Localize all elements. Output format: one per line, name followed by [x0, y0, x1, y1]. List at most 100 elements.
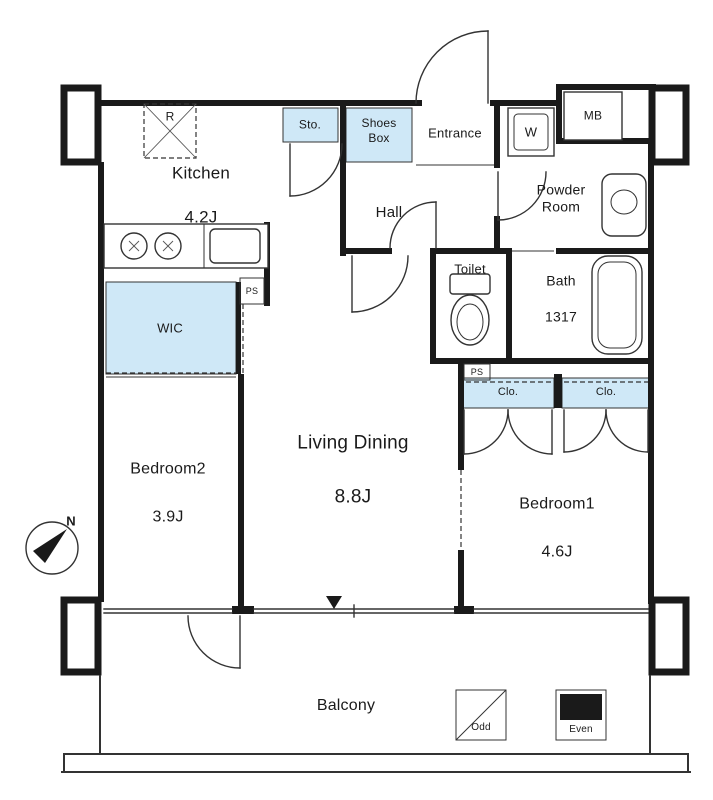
closet1-label: Clo.	[498, 373, 518, 413]
closet1-door-arc	[463, 409, 509, 455]
refrigerator-space-outline	[143, 103, 197, 159]
pillars	[60, 84, 690, 676]
room-name: Entrance	[428, 125, 482, 141]
pipe-space-box	[463, 363, 491, 381]
room-label-shoes-box: Shoes Box	[361, 102, 396, 160]
pipe-space-box	[239, 277, 265, 305]
washbasin	[601, 173, 647, 237]
bedroom2-balcony-door-arc	[187, 615, 241, 669]
room-name: Bedroom1	[519, 495, 595, 513]
wall-segment	[238, 374, 244, 612]
wall-segment	[98, 100, 422, 106]
odd-floor-marker-diagonal	[455, 689, 507, 741]
room-label-hall: Hall	[376, 186, 403, 240]
closet2-door-arc	[605, 409, 649, 453]
even-floor-marker-fill	[560, 694, 602, 720]
closet2-area	[561, 377, 651, 409]
bathtub	[591, 255, 643, 355]
label-text: N	[66, 513, 76, 529]
refrigerator-label: R	[166, 95, 175, 138]
room-size: 4.6J	[541, 543, 573, 561]
label-text: R	[165, 109, 175, 124]
room-label-powder-room: Powder Room	[537, 164, 586, 231]
wall-segment	[556, 138, 654, 144]
label-text: Clo.	[497, 386, 519, 399]
label-text: PS	[245, 285, 259, 296]
hall-door-arc	[351, 255, 409, 313]
windows	[103, 604, 649, 618]
room-label-storage: Sto.	[299, 103, 321, 146]
meter-box-label: MB	[584, 94, 602, 137]
wall-segment	[494, 106, 500, 168]
wall-segment	[556, 248, 654, 254]
wall-segment	[556, 84, 656, 90]
room-name: Powder Room	[536, 181, 586, 214]
room-label-kitchen: Kitchen 4.2J	[172, 144, 230, 249]
kitchen-fixtures	[103, 223, 269, 305]
room-name: Bedroom2	[130, 460, 206, 478]
room-label-entrance: Entrance	[428, 110, 482, 157]
storage-fills	[105, 107, 651, 409]
pillar	[60, 84, 102, 166]
kitchen-counter	[103, 223, 269, 269]
powder-room-door-arc	[497, 171, 547, 221]
dashed-symbols	[106, 103, 648, 550]
kitchen-sink	[209, 228, 261, 264]
washbasin-bowl	[610, 189, 638, 215]
room-label-bath: Bath 1317	[545, 256, 577, 343]
wall-segment	[232, 606, 254, 614]
wall-segment	[340, 106, 346, 256]
wall-segment	[458, 364, 464, 470]
closet2-label: Clo.	[596, 373, 616, 413]
wall-segment	[554, 374, 562, 408]
odd-floor-label: Odd	[471, 710, 491, 746]
closet2-door-arc	[563, 409, 607, 453]
room-size: 8.8J	[334, 486, 372, 508]
pipe-space-label: PS	[471, 356, 483, 388]
wall-segment	[340, 248, 392, 254]
room-name: Living Dining	[297, 432, 409, 454]
odd-floor-marker-box	[455, 689, 507, 741]
room-name: Kitchen	[171, 163, 231, 183]
wall-segment	[430, 358, 654, 364]
room-name: Bath	[546, 272, 576, 289]
room-label-living-dining: Living Dining 8.8J	[297, 410, 408, 533]
sanitary-fixtures	[449, 91, 647, 381]
direction-triangle-marker	[326, 596, 342, 609]
room-name: Balcony	[316, 697, 376, 715]
label-text: MB	[583, 108, 603, 123]
room-name: Sto.	[298, 117, 322, 132]
closet1-door-arc	[507, 409, 553, 455]
even-floor-marker-box	[555, 689, 607, 741]
room-label-wic: WIC	[157, 305, 183, 352]
doors	[187, 30, 649, 669]
pillar	[648, 84, 690, 166]
wall-segment	[490, 100, 558, 106]
toilet-bowl	[450, 294, 490, 346]
label-text: Clo.	[595, 386, 617, 399]
wall-segment	[648, 140, 654, 604]
label-text: Even	[569, 724, 593, 735]
room-label-bedroom1: Bedroom1 4.6J	[519, 476, 594, 581]
shoes-box-area	[345, 107, 413, 163]
storage-door-arc	[289, 143, 343, 197]
wall-segment	[98, 162, 104, 602]
room-label-bedroom2: Bedroom2 3.9J	[130, 441, 205, 546]
meter-box	[563, 91, 623, 141]
bathtub-inner	[597, 261, 637, 349]
wall-segment	[430, 248, 436, 358]
entrance-door-arc	[415, 30, 489, 104]
storage-area	[282, 107, 339, 143]
wall-segment	[436, 248, 510, 254]
burner-mark	[162, 240, 174, 252]
room-name: Toilet	[454, 261, 486, 277]
wall-segment	[458, 550, 464, 612]
room-name: WIC	[157, 320, 183, 336]
washer-drum	[513, 113, 549, 151]
toilet-tank	[449, 273, 491, 295]
wall-segment	[556, 84, 562, 144]
label-text: Odd	[471, 722, 491, 733]
wic-area	[105, 281, 237, 375]
stove-burner	[120, 232, 148, 260]
